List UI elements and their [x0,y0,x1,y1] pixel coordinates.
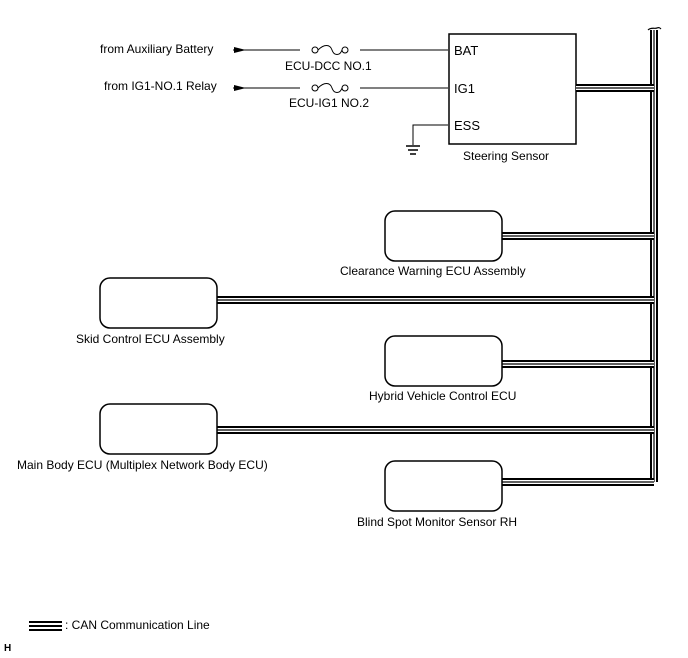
ecu-box-blind-spot [384,460,503,512]
legend-label: : CAN Communication Line [65,618,210,632]
clearance-warning-ecu-label: Clearance Warning ECU Assembly [340,264,526,278]
corner-mark: H [4,643,12,654]
ecu-box-skid-control [99,277,218,329]
ecu-box-hybrid-vehicle [384,335,503,387]
fuse-icon [300,82,360,94]
ecu-box-clearance-warning [384,210,503,262]
arrow-icon [234,85,246,91]
ground-icon [406,124,448,155]
ecu-box-main-body [99,403,218,455]
source-auxiliary-battery: from Auxiliary Battery [100,42,214,56]
trunk-break-icon [647,26,662,31]
pin-ess: ESS [454,118,480,133]
blind-spot-sensor-label: Blind Spot Monitor Sensor RH [357,515,518,529]
can-bus [217,26,662,486]
arrow-icon [234,47,246,53]
steering-sensor-label: Steering Sensor [463,149,550,163]
fuse-icon [300,44,360,56]
skid-control-ecu-label: Skid Control ECU Assembly [76,332,225,346]
fuse-label-ecu-ig1: ECU-IG1 NO.2 [289,96,370,110]
main-body-ecu-label: Main Body ECU (Multiplex Network Body EC… [17,458,268,472]
fuse-label-ecu-dcc: ECU-DCC NO.1 [285,59,372,73]
legend-can-line-icon [29,621,62,631]
input-wire-bat [233,44,448,56]
pin-ig1: IG1 [454,81,475,96]
source-ig1-relay: from IG1-NO.1 Relay [104,79,217,93]
input-wire-ig1 [233,82,448,94]
pin-bat: BAT [454,43,478,58]
hybrid-vehicle-ecu-label: Hybrid Vehicle Control ECU [369,389,517,403]
